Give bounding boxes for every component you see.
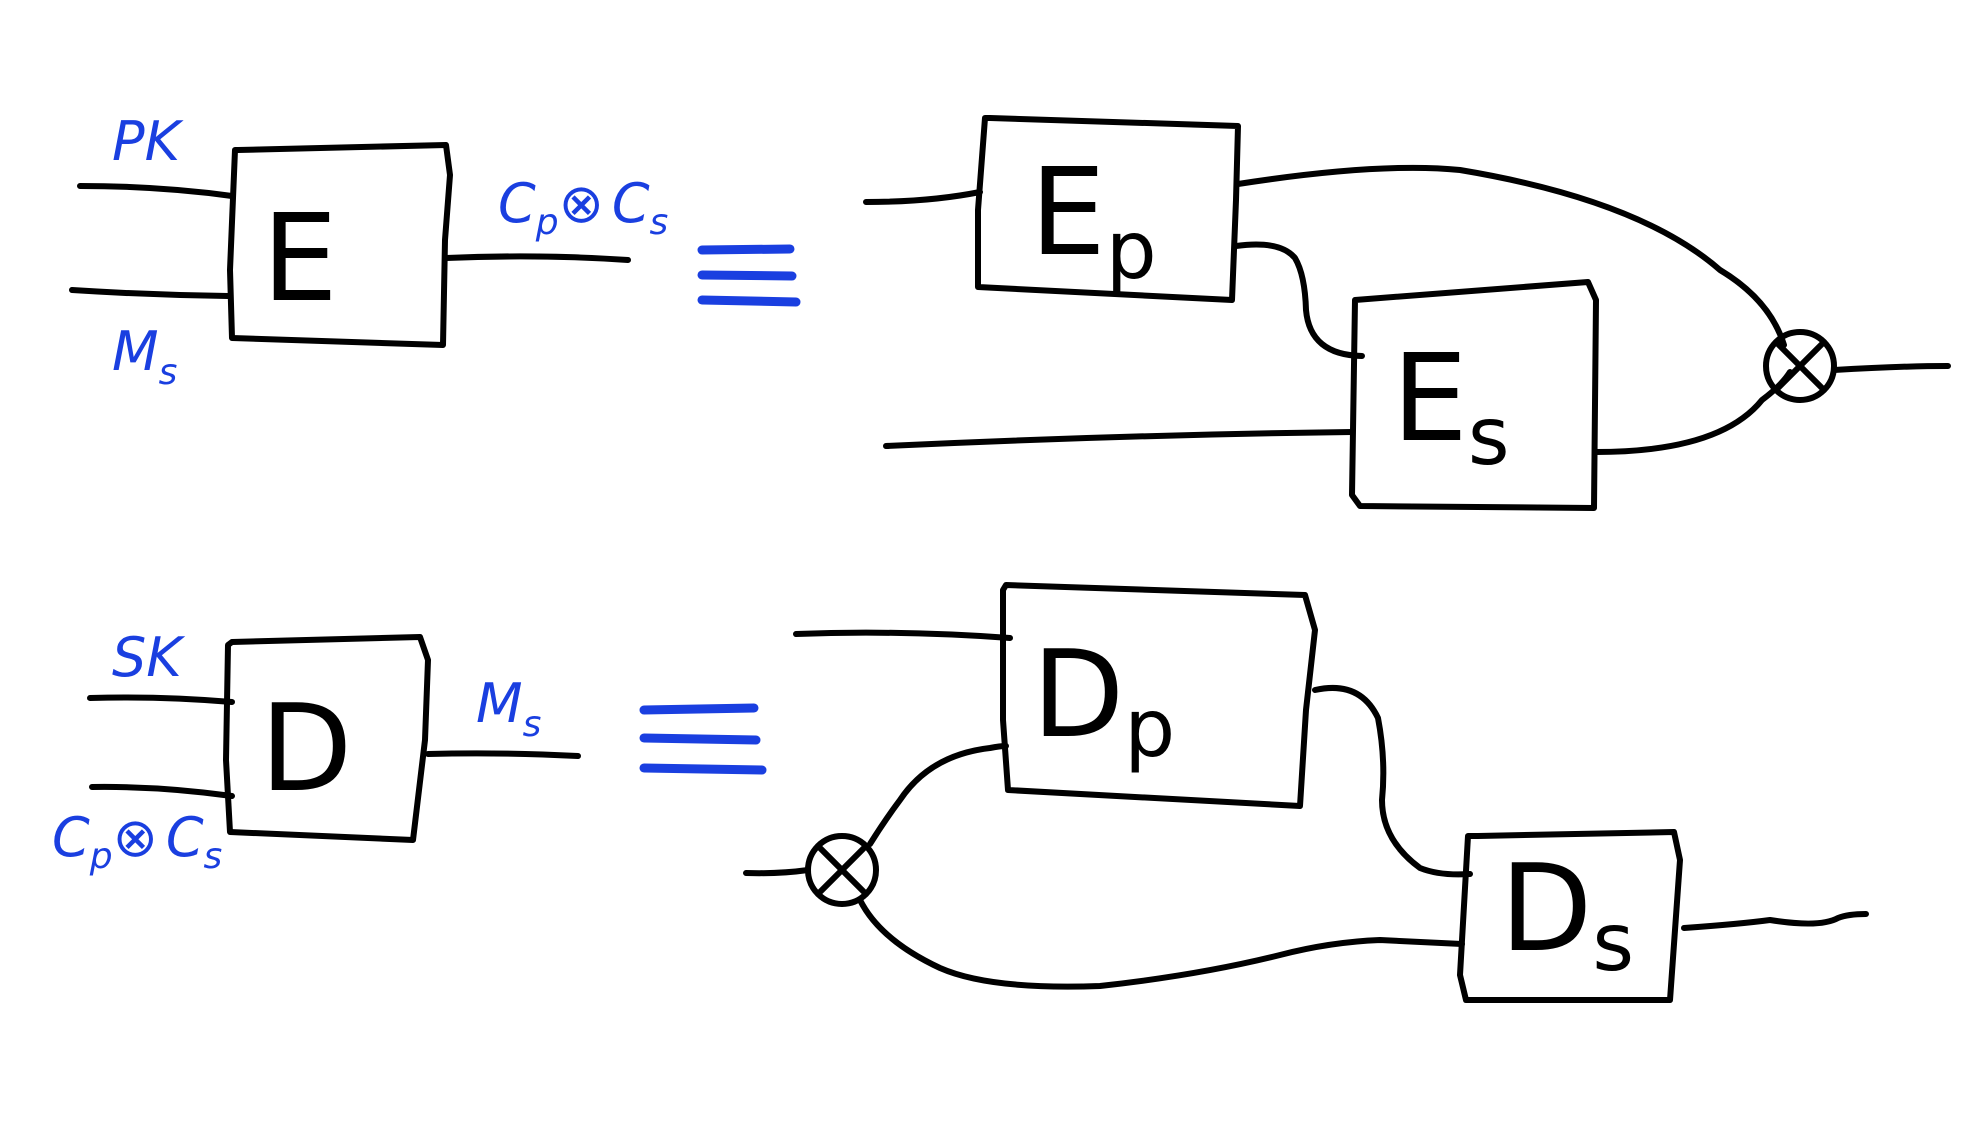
pk-label: PK [112, 110, 184, 173]
ms-label-bottom: Ms [476, 672, 541, 745]
dp-box-label: Dp [1032, 626, 1175, 775]
decrypt-equation: D SK Cp⊗Cs Ms Dp Ds [52, 582, 1869, 1003]
ds-output-wire [1681, 911, 1869, 931]
equivalence-sign-top [697, 244, 801, 307]
combined-output-wire [1831, 363, 1951, 373]
ep-box [975, 115, 1241, 303]
e-input-m-wire [69, 287, 231, 299]
d-output-wire [425, 750, 581, 759]
cp-cs-label-top: Cp⊗Cs [498, 172, 668, 243]
es-output-wire [1593, 369, 1793, 455]
ms-label-top: Ms [112, 320, 177, 393]
dp-to-ds-wire [1312, 684, 1473, 878]
es-box-label: Es [1392, 330, 1510, 483]
d-box [223, 634, 431, 843]
ep-box-label: Ep [1030, 144, 1157, 297]
ep-to-es-wire [1233, 241, 1365, 359]
sk-label: SK [112, 626, 185, 689]
es-box [1349, 279, 1599, 511]
ciphertext-input-wire [743, 867, 811, 877]
encrypt-equation: E PK Ms Cp⊗Cs Ep Es [69, 110, 1951, 511]
d-input-sk-wire [87, 694, 235, 705]
cp-cs-label-bottom: Cp⊗Cs [52, 806, 222, 877]
equivalence-sign-bottom [639, 703, 767, 775]
ds-box-label: Ds [1500, 840, 1634, 989]
cp-to-dp-wire [867, 743, 1009, 847]
ep-input-wire [863, 189, 983, 205]
e-box-label: E [262, 190, 338, 329]
d-box-label: D [260, 680, 352, 819]
e-box [227, 142, 453, 348]
ds-box [1457, 829, 1683, 1003]
d-input-c-wire [89, 783, 235, 799]
dp-box [1000, 582, 1318, 809]
es-input-wire [883, 429, 1355, 449]
e-output-wire [443, 253, 631, 263]
cs-to-ds-wire [857, 897, 1465, 990]
dp-input-sk-wire [793, 629, 1013, 641]
e-input-pk-wire [77, 183, 235, 199]
ep-output-wire [1235, 164, 1787, 348]
tensor-split-icon [805, 833, 879, 907]
tensor-product-icon [1763, 329, 1837, 403]
